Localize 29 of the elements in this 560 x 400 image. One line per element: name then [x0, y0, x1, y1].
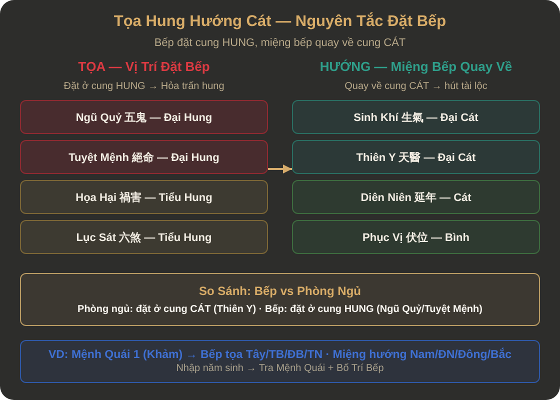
palace-box: [20, 140, 268, 174]
title: Tọa Hung Hướng Cát — Nguyên Tắc Đặt Bếp: [112, 13, 448, 31]
palace-box: [292, 100, 540, 134]
palace-box: [292, 220, 540, 254]
example-panel: [20, 340, 540, 383]
comparison-panel: [20, 273, 540, 326]
arrow: [268, 164, 292, 174]
column-heading: HƯỚNG — Miệng Bếp Quay Về: [318, 59, 514, 74]
column-subheading: Quay về cung CÁT → hút tài lộc: [344, 81, 488, 92]
palace-label: Ngũ Quỷ 五鬼 — Đại Hung: [76, 110, 212, 124]
palace-box: [20, 220, 268, 254]
palace-label: Thiên Y 天醫 — Đại Cát: [356, 150, 476, 164]
column-subheading: Đặt ở cung HUNG → Hỏa trấn hung: [62, 81, 226, 92]
palace-box: [20, 100, 268, 134]
instruction-text: Nhập năm sinh → Tra Mệnh Quái + Bố Trí Bếp: [176, 363, 384, 374]
panel-text: Phòng ngủ: đặt ở cung CÁT (Thiên Y) · Bếp: đặt ở cung HUNG (Ngũ Quỷ/Tuyệt Mệnh): [78, 304, 482, 315]
palace-label: Phục Vị 伏位 — Bình: [362, 230, 470, 244]
column-heading: TỌA — Vị Trí Đặt Bếp: [77, 59, 211, 74]
panel-heading: So Sánh: Bếp vs Phòng Ngủ: [198, 284, 361, 298]
example-text: VD: Mệnh Quái 1 (Khảm) → Bếp tọa Tây/TB/ĐB/TN · Miệng hướng Nam/ĐN/Đông/Bắc: [48, 349, 512, 361]
palace-label: Diên Niên 延年 — Cát: [360, 190, 472, 204]
palace-box: [20, 180, 268, 214]
palace-label: Lục Sát 六煞 — Tiểu Hung: [76, 230, 212, 244]
palace-label: Họa Hại 禍害 — Tiểu Hung: [76, 190, 212, 204]
palace-box: [292, 140, 540, 174]
palace-label: Tuyệt Mệnh 絕命 — Đại Hung: [68, 150, 220, 164]
subtitle: Bếp đặt cung HUNG, miệng bếp quay về cung CÁT: [153, 37, 407, 49]
palace-label: Sinh Khí 生氣 — Đại Cát: [354, 110, 478, 124]
palace-box: [292, 180, 540, 214]
